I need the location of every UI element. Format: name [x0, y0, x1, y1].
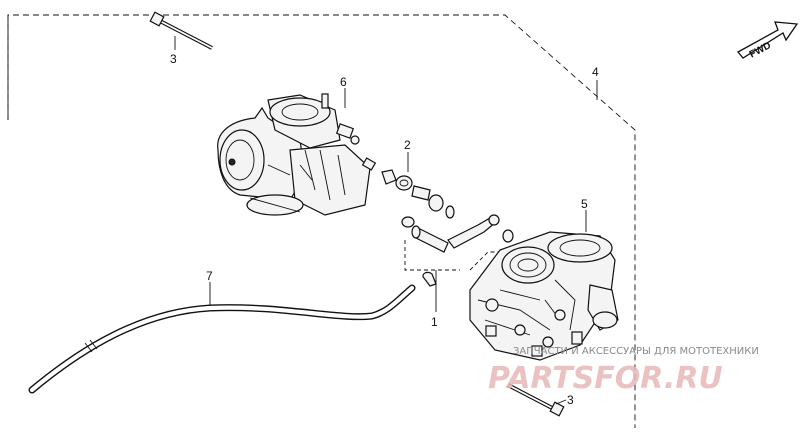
watermark-logo: PARTSFOR.RU: [488, 361, 723, 396]
connector-parts: [361, 152, 455, 219]
fwd-label: FWD: [748, 40, 773, 60]
callout-5: 5: [581, 197, 588, 211]
callout-2: 2: [404, 138, 411, 152]
callout-4: 4: [592, 65, 599, 79]
left-carburetor: [217, 93, 371, 216]
right-carburetor: [469, 210, 619, 361]
assembly-bracket-outline: [7, 14, 636, 428]
screw-bottom: [507, 383, 567, 417]
callout-3-bottom: 3: [567, 393, 574, 407]
callout-7: 7: [206, 269, 213, 283]
callout-1: 1: [431, 315, 438, 329]
watermark-tagline: ЗАПЧАСТИ И АКСЕССУАРЫ ДЛЯ МОТОТЕХНИКИ: [513, 346, 759, 357]
callout-3-top: 3: [170, 52, 177, 66]
fuel-tube: [28, 282, 416, 394]
joint-pipe: [401, 214, 514, 312]
fwd-arrow: FWD: [736, 21, 799, 61]
screw-top: [149, 11, 213, 50]
callout-6: 6: [340, 75, 347, 89]
